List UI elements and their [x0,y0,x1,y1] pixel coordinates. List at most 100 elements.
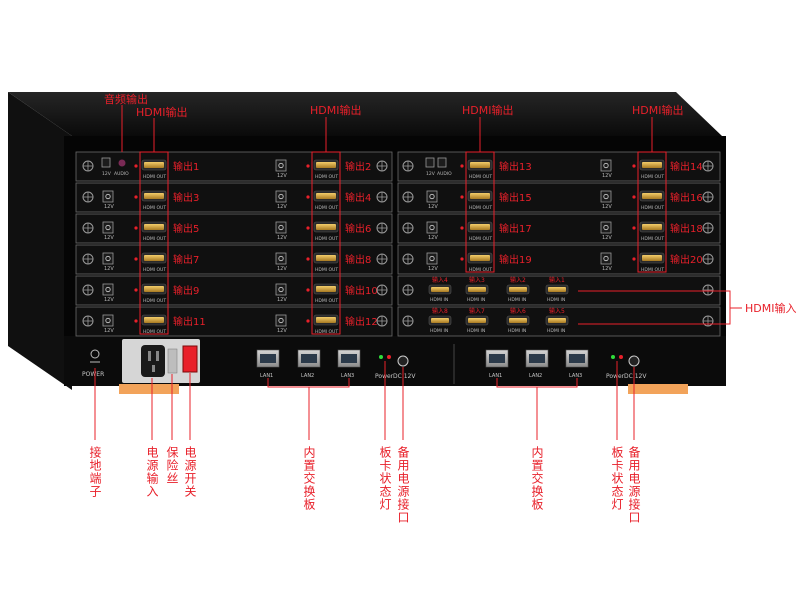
power-inlet [122,339,200,383]
hdmi-port-contact [316,255,336,261]
v12-text: 12V [104,297,114,303]
output-label-left: 输出11 [173,315,206,328]
dc-socket [275,283,287,296]
v12-text: 12V [104,266,114,272]
output-label-right-right: 输出18 [670,222,703,235]
output-label-left: 输出1 [173,160,199,173]
input-label: 输入8 [432,307,448,315]
hdmi-port-contact [316,224,336,230]
hdmi-port-text: HDMI OUT [143,236,166,242]
output-label-mid: 输出8 [345,253,371,266]
dc-socket-pin [603,224,609,231]
hdmi-port-text: HDMI OUT [469,205,492,211]
power-inlet-body [141,345,165,377]
dc-socket-pin [603,193,609,200]
status-dot [632,195,636,199]
hdmi-in-text: HDMI IN [547,297,565,303]
v12-text: 12V [428,204,438,210]
label-power-switch: 电源开关 [183,446,197,498]
status-dot [460,164,464,168]
hdmi-port-contact [642,162,662,168]
v12-text: 12V [277,266,287,272]
ground-terminal: POWER [82,349,104,378]
hdmi-port-contact [470,224,490,230]
output-label-right-left: 输出19 [499,253,532,266]
dc-socket [275,159,287,172]
output-label-right-left: 输出15 [499,191,532,204]
lan-port-text: LAN1 [260,373,273,379]
hdmi-port-contact [642,193,662,199]
v12-text: 12V [602,204,612,210]
v12-text: 12V [428,266,438,272]
dc-socket-pin [278,317,284,324]
hdmi-port-contact [144,162,164,168]
hdmi-port-contact [144,286,164,292]
dc-socket-pin [603,255,609,262]
dc-socket [425,157,435,168]
label-hdmi-output-3: HDMI输出 [462,103,513,117]
lan-port-text: LAN2 [529,373,542,379]
dc-socket [102,190,114,203]
dc-jack-2 [628,355,640,367]
fuse-holder [167,348,178,374]
led-green-2 [611,355,615,359]
input-label: 输入7 [469,307,485,315]
status-dot [460,257,464,261]
ground-screw-icon [90,349,100,359]
dc-socket [102,314,114,327]
label-switch-board-2: 内置交换板 [530,446,544,511]
led-red-2 [619,355,623,359]
output-label-mid: 输出12 [345,315,378,328]
output-label-right-right: 输出16 [670,191,703,204]
dc-socket [101,157,111,168]
v12-text: 12V [426,171,436,177]
status-dot [306,226,310,230]
status-dot [306,164,310,168]
lan-port-text: LAN2 [301,373,314,379]
hdmi-port-text: HDMI OUT [641,236,664,242]
chassis-top [8,92,722,136]
v12-text: 12V [277,297,287,303]
hdmi-input-port-contact [509,287,527,292]
lan-port-socket [260,354,276,363]
hdmi-port-contact [144,224,164,230]
card-slot [75,182,393,213]
dc-socket-pin [105,317,111,324]
foot-left [119,384,179,394]
lan-port-socket [489,354,505,363]
hdmi-in-text: HDMI IN [547,328,565,334]
lan-port-socket [569,354,585,363]
power-switch [182,345,198,373]
power-text: POWER [82,371,104,378]
hdmi-port-text: HDMI OUT [143,267,166,273]
dc-socket [600,190,612,203]
hdmi-input-port-contact [431,287,449,292]
dc-socket [102,252,114,265]
output-label-mid: 输出10 [345,284,378,297]
dc-socket [426,221,438,234]
hdmi-port-contact [316,286,336,292]
audio-jack [118,159,126,167]
status-dot [460,195,464,199]
hdmi-in-text: HDMI IN [467,297,485,303]
hdmi-port-contact [642,224,662,230]
input-label: 输入6 [510,307,526,315]
input-label: 输入2 [510,276,526,284]
bottom-leaders [94,361,635,440]
output-label-mid: 输出4 [345,191,371,204]
lan-port-socket [341,354,357,363]
hdmi-port-text: HDMI OUT [641,267,664,273]
status-dot [134,319,138,323]
v12-text: 12V [277,173,287,179]
hdmi-in-text: HDMI IN [508,328,526,334]
label-power-input: 电源输入 [145,446,159,498]
input-label: 输入5 [549,307,565,315]
hdmi-port-contact [144,255,164,261]
status-dot [134,226,138,230]
label-fuse: 保险丝 [165,446,179,485]
dc-socket [275,252,287,265]
status-dot [632,164,636,168]
hdmi-input-port-contact [468,318,486,323]
hdmi-port-text: HDMI OUT [315,267,338,273]
hdmi-input-port-contact [548,287,566,292]
